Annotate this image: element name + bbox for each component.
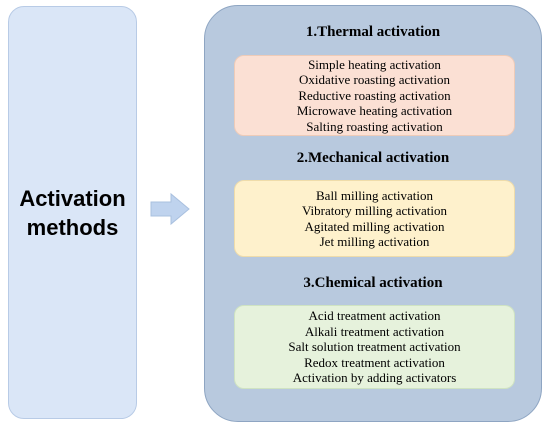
thermal-item: Simple heating activation xyxy=(308,56,441,72)
activation-types-panel: 1.Thermal activation Simple heating acti… xyxy=(204,5,542,422)
chemical-item: Redox treatment activation xyxy=(304,354,445,370)
chemical-item: Salt solution treatment activation xyxy=(288,339,461,355)
thermal-activation-box: Simple heating activation Oxidative roas… xyxy=(234,55,515,136)
mechanical-activation-box: Ball milling activation Vibratory millin… xyxy=(234,180,515,257)
mechanical-item: Jet milling activation xyxy=(319,233,430,249)
chemical-item: Activation by adding activators xyxy=(292,370,457,386)
mechanical-item: Vibratory milling activation xyxy=(301,203,448,219)
left-title-line-1: Activation xyxy=(19,185,126,211)
thermal-item: Microwave heating activation xyxy=(296,103,453,119)
section-title-thermal: 1.Thermal activation xyxy=(305,24,441,40)
chemical-activation-box: Acid treatment activation Alkali treatme… xyxy=(234,305,515,389)
thermal-item: Oxidative roasting activation xyxy=(299,72,450,88)
thermal-item: Salting roasting activation xyxy=(306,118,443,134)
thermal-item: Reductive roasting activation xyxy=(298,87,451,103)
activation-methods-box: Activation methods xyxy=(8,6,137,419)
section-title-mechanical: 2.Mechanical activation xyxy=(296,150,450,166)
right-arrow-icon xyxy=(150,192,190,226)
left-title-line-2: methods xyxy=(26,214,119,240)
section-title-chemical: 3.Chemical activation xyxy=(303,275,443,291)
mechanical-item: Agitated milling activation xyxy=(304,218,445,234)
chemical-item: Alkali treatment activation xyxy=(304,323,445,339)
mechanical-item: Ball milling activation xyxy=(316,187,433,203)
chemical-item: Acid treatment activation xyxy=(308,308,441,324)
